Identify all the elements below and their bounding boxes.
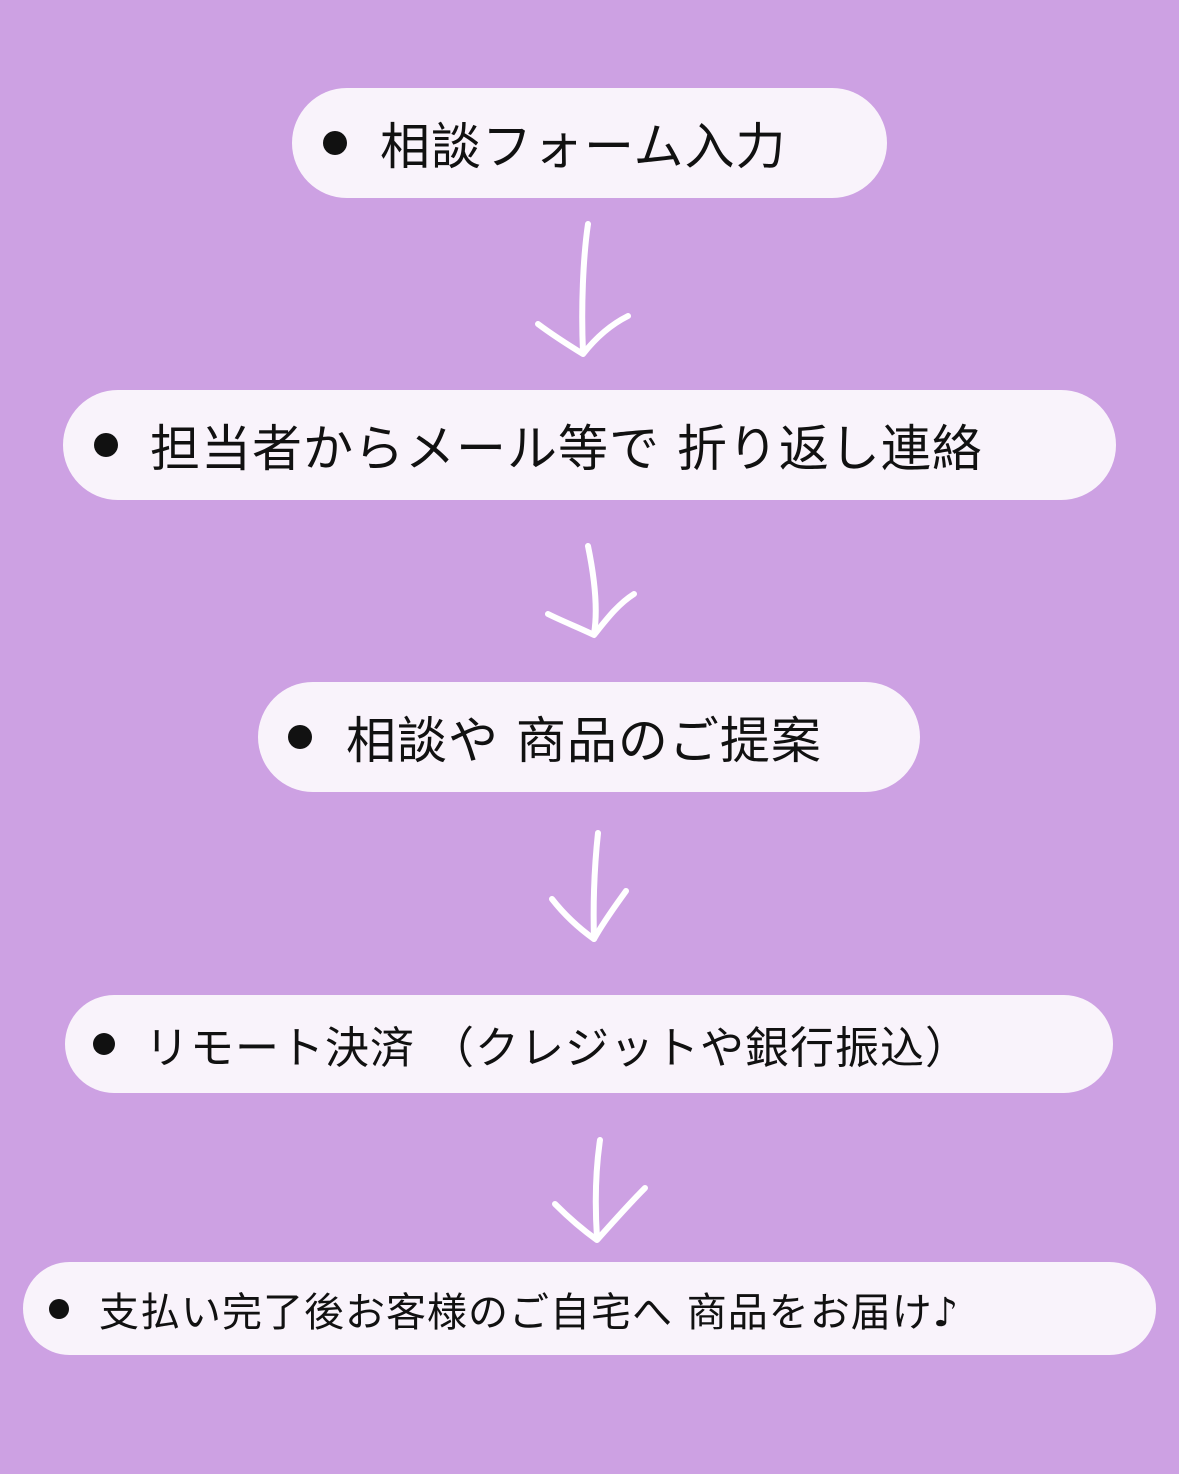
flow-step-4: リモート決済 （クレジットや銀行振込）	[65, 995, 1113, 1093]
step-label: リモート決済 （クレジットや銀行振込）	[145, 1023, 970, 1074]
down-arrow-icon	[545, 543, 637, 638]
bullet-icon	[49, 1298, 69, 1319]
step-label: 相談や 商品のご提案	[346, 712, 822, 770]
down-arrow-icon	[535, 221, 631, 357]
bullet-icon	[93, 1033, 115, 1055]
bullet-icon	[94, 433, 118, 457]
down-arrow-icon	[552, 1137, 648, 1243]
down-arrow-icon	[549, 830, 629, 942]
flow-step-3: 相談や 商品のご提案	[258, 682, 920, 792]
bullet-icon	[288, 725, 312, 749]
flow-step-2: 担当者からメール等で 折り返し連絡	[63, 390, 1116, 500]
flow-step-5: 支払い完了後お客様のご自宅へ 商品をお届け♪	[23, 1262, 1156, 1355]
flow-step-1: 相談フォーム入力	[292, 88, 887, 198]
step-label: 相談フォーム入力	[380, 118, 787, 176]
bullet-icon	[323, 131, 347, 155]
step-label: 担当者からメール等で 折り返し連絡	[150, 420, 983, 478]
step-label: 支払い完了後お客様のご自宅へ 商品をお届け♪	[99, 1289, 960, 1336]
